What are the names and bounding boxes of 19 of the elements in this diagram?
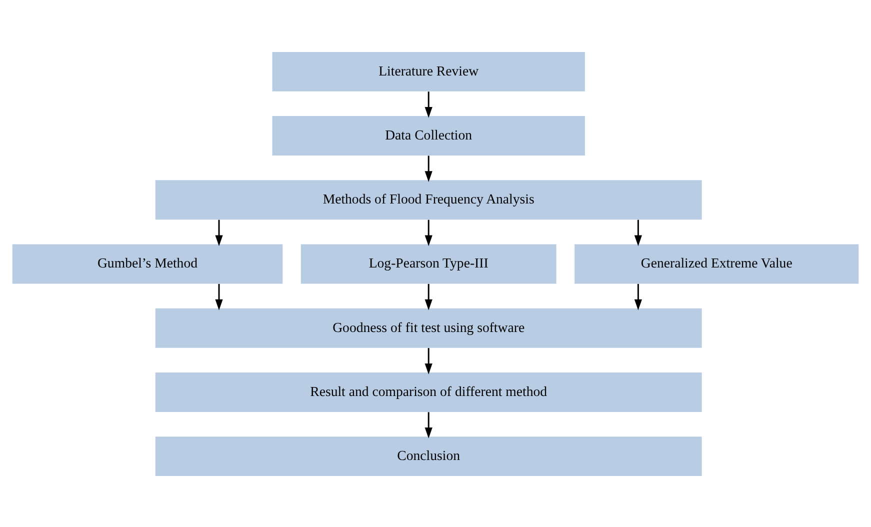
node-box: Literature Review (272, 51, 585, 91)
arrow (424, 219, 432, 246)
node-box: Methods of Flood Frequency Analysis (155, 180, 702, 220)
node-box: Goodness of fit test using software (155, 308, 702, 348)
node-box: Generalized Extreme Value (574, 244, 859, 284)
arrow (424, 283, 432, 310)
arrow (634, 283, 642, 310)
node-box: Log-Pearson Type-III (300, 244, 556, 284)
node-box: Conclusion (155, 436, 702, 476)
node-box: Result and comparison of different method (155, 372, 702, 412)
arrow (215, 219, 223, 246)
node-box: Data Collection (272, 116, 585, 155)
arrow (424, 91, 432, 118)
arrow (215, 283, 223, 310)
arrow (424, 412, 432, 438)
arrow (424, 155, 432, 182)
arrow (424, 348, 432, 374)
arrow (634, 219, 642, 246)
node-box: Gumbel’s Method (12, 244, 283, 284)
